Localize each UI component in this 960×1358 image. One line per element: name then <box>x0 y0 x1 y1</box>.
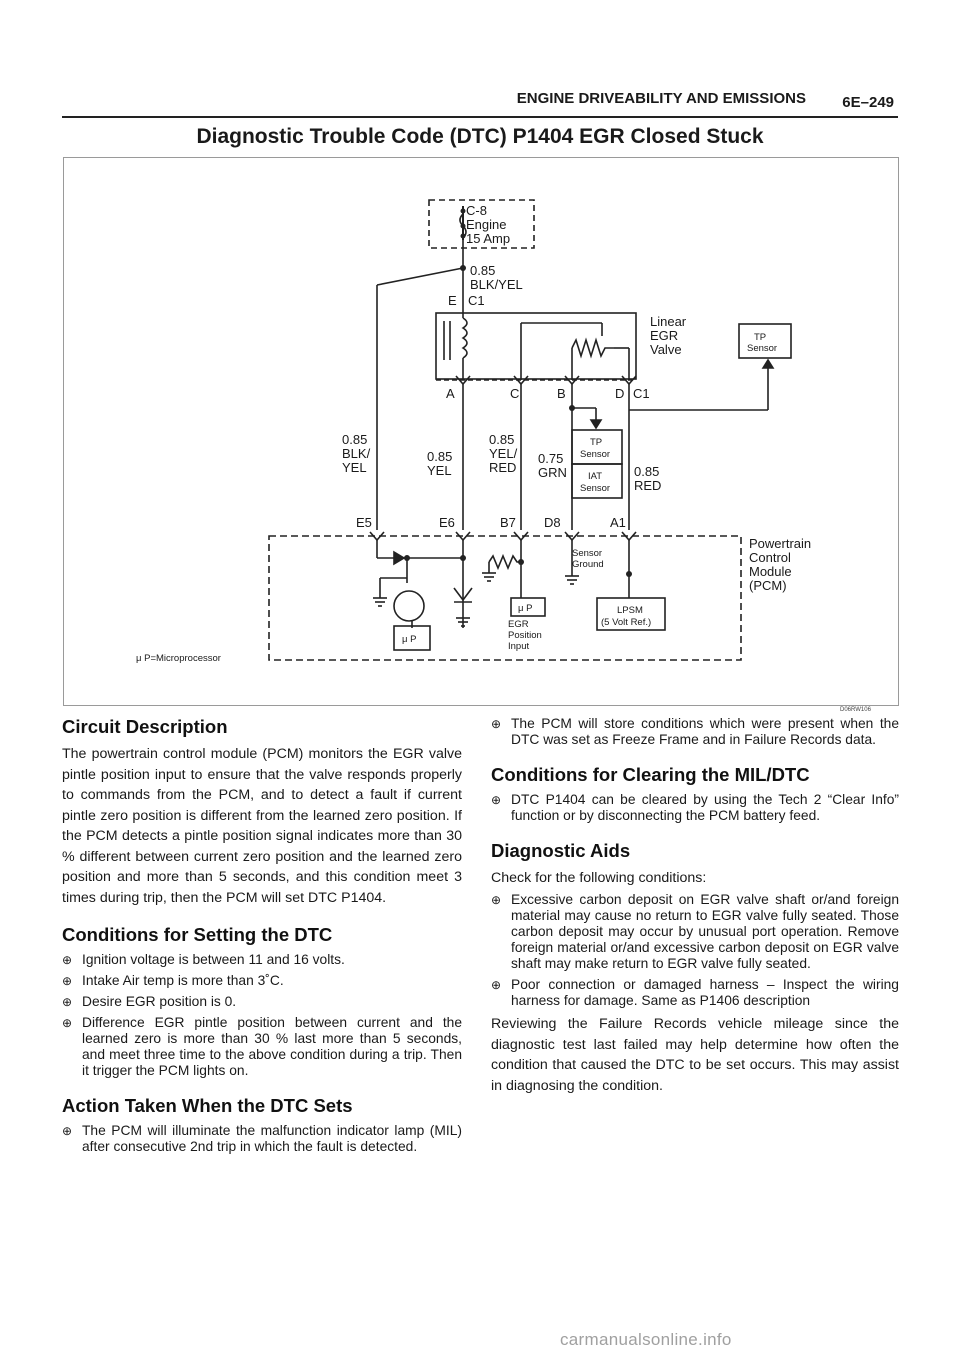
list-item: ⊕DTC P1404 can be cleared by using the T… <box>491 792 899 823</box>
iat-box-2: Sensor <box>580 483 610 494</box>
clearing-list: ⊕DTC P1404 can be cleared by using the T… <box>491 792 899 824</box>
wire4-color: GRN <box>538 465 567 480</box>
pcm-label-4: (PCM) <box>749 578 787 593</box>
aids-intro: Check for the following conditions: <box>491 870 707 886</box>
left-column: Circuit Description The powertrain contr… <box>62 716 462 1160</box>
egr-input-2: Position <box>508 630 542 641</box>
wire2-color: YEL <box>427 463 452 478</box>
pcm-pin-e6: E6 <box>439 515 455 530</box>
tp-box-1: TP <box>590 437 602 448</box>
wiring-diagram-svg: C-8 Engine 15 Amp 0.85 BLK/YEL E C1 Line… <box>136 199 811 664</box>
feed-wire-color: BLK/YEL <box>470 277 523 292</box>
sensor-ground-2: Ground <box>572 559 604 570</box>
list-item: ⊕The PCM will store conditions which wer… <box>491 716 899 747</box>
valve-pin-d: D <box>615 386 624 401</box>
wiring-diagram: C-8 Engine 15 Amp 0.85 BLK/YEL E C1 Line… <box>63 157 899 706</box>
iat-box-1: IAT <box>588 471 602 482</box>
list-item: ⊕Poor connection or damaged harness – In… <box>491 977 899 1008</box>
micro-box-left: μ P <box>402 634 416 645</box>
circuit-paragraph: The powertrain control module (PCM) moni… <box>62 746 462 906</box>
lpsm-2: (5 Volt Ref.) <box>601 617 651 628</box>
conn-top-id: C1 <box>468 293 485 308</box>
valve-label-3: Valve <box>650 342 682 357</box>
fuse-label-1: C-8 <box>466 203 487 218</box>
conn-top-pin: E <box>448 293 457 308</box>
feed-wire-size: 0.85 <box>470 263 495 278</box>
legend: μ P=Microprocessor <box>136 653 221 664</box>
wire4-size: 0.75 <box>538 451 563 466</box>
wire1-color-2: YEL <box>342 460 367 475</box>
action-list-cont: ⊕The PCM will store conditions which wer… <box>491 716 899 748</box>
tp-sensor-ext-2: Sensor <box>747 343 777 354</box>
wire3-color-2: RED <box>489 460 516 475</box>
right-column: ⊕The PCM will store conditions which wer… <box>491 716 899 1100</box>
micro-box-right: μ P <box>518 603 532 614</box>
valve-pin-b: B <box>557 386 566 401</box>
wire1-color-1: BLK/ <box>342 446 371 461</box>
pcm-label-3: Module <box>749 564 792 579</box>
valve-label-1: Linear <box>650 314 687 329</box>
wire2-size: 0.85 <box>427 449 452 464</box>
egr-input-1: EGR <box>508 619 529 630</box>
wire5-size: 0.85 <box>634 464 659 479</box>
setting-list: ⊕Ignition voltage is between 11 and 16 v… <box>62 952 462 1079</box>
list-item: ⊕Intake Air temp is more than 3˚C. <box>62 973 284 988</box>
list-item: ⊕Excessive carbon deposit on EGR valve s… <box>491 892 899 971</box>
pcm-pin-d8: D8 <box>544 515 561 530</box>
wire1-size: 0.85 <box>342 432 367 447</box>
pcm-pin-b7: B7 <box>500 515 516 530</box>
tp-sensor-ext-1: TP <box>754 332 766 343</box>
aids-paragraph: Reviewing the Failure Records vehicle mi… <box>491 1016 899 1094</box>
figure-id: D06RW106 <box>840 707 871 713</box>
pcm-pin-a1: A1 <box>610 515 626 530</box>
fuse-label-2: Engine <box>466 217 506 232</box>
fuse-box <box>428 199 535 249</box>
valve-pin-a: A <box>446 386 455 401</box>
section-title: ENGINE DRIVEABILITY AND EMISSIONS <box>516 90 806 107</box>
list-item: ⊕Ignition voltage is between 11 and 16 v… <box>62 952 345 967</box>
list-item: ⊕The PCM will illuminate the malfunction… <box>62 1123 462 1154</box>
wire3-color-1: YEL/ <box>489 446 518 461</box>
clearing-heading: Conditions for Clearing the MIL/DTC <box>491 764 810 785</box>
list-item: ⊕Desire EGR position is 0. <box>62 994 237 1009</box>
circuit-heading: Circuit Description <box>62 716 228 737</box>
pcm-label-1: Powertrain <box>749 536 811 551</box>
lpsm-1: LPSM <box>617 605 643 616</box>
page-title: Diagnostic Trouble Code (DTC) P1404 EGR … <box>196 125 764 148</box>
setting-heading: Conditions for Setting the DTC <box>62 924 333 945</box>
action-heading: Action Taken When the DTC Sets <box>62 1095 353 1116</box>
page-number: 6E–249 <box>842 94 894 111</box>
wire5-color: RED <box>634 478 661 493</box>
tp-box-2: Sensor <box>580 449 610 460</box>
fuse-label-3: 15 Amp <box>466 231 510 246</box>
sensor-ground-1: Sensor <box>572 548 602 559</box>
list-item: ⊕Difference EGR pintle position between … <box>62 1015 462 1078</box>
aids-heading: Diagnostic Aids <box>491 840 631 861</box>
egr-input-3: Input <box>508 641 529 652</box>
valve-label-2: EGR <box>650 328 678 343</box>
wire3-size: 0.85 <box>489 432 514 447</box>
action-list: ⊕The PCM will illuminate the malfunction… <box>62 1123 462 1155</box>
page-header: ENGINE DRIVEABILITY AND EMISSIONS 6E–249 <box>62 88 898 118</box>
watermark: carmanualsonline.info <box>560 1330 732 1349</box>
aids-list: ⊕Excessive carbon deposit on EGR valve s… <box>491 892 899 1009</box>
valve-conn-id: C1 <box>633 386 650 401</box>
pcm-label-2: Control <box>749 550 791 565</box>
pcm-pin-e5: E5 <box>356 515 372 530</box>
valve-pin-c: C <box>510 386 519 401</box>
